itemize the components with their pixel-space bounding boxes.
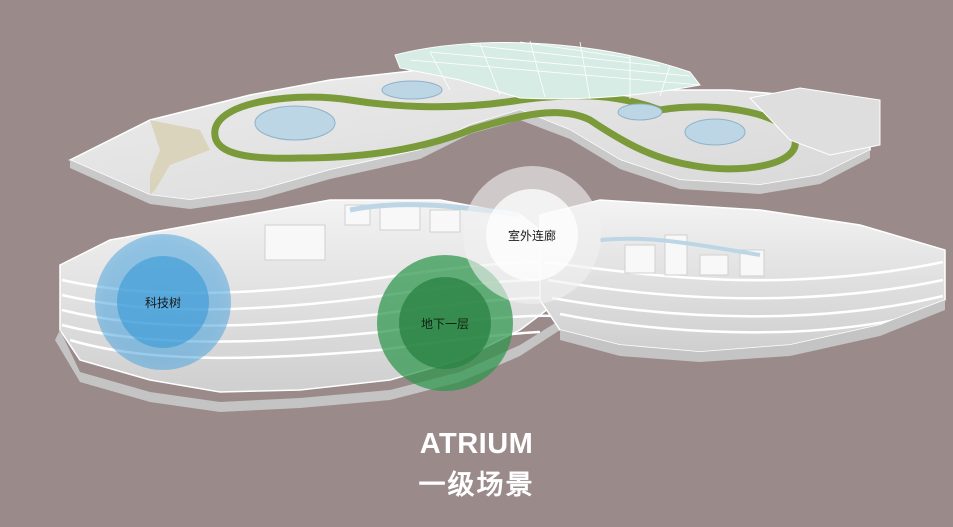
hotspot-outdoor-corridor[interactable]: 室外连廊 (463, 166, 601, 304)
hotspot-basement-one-label: 地下一层 (420, 316, 469, 331)
sand-strip (150, 120, 210, 195)
hotspot-tech-tree-inner (117, 256, 209, 348)
glass-canopy (394, 40, 701, 100)
hotspot-basement-one[interactable]: 地下一层 (377, 255, 513, 391)
glass-opening-3 (684, 118, 746, 146)
glass-opening-2 (381, 80, 443, 100)
upper-floor-edge (70, 110, 870, 209)
hotspot-outdoor-corridor-label: 室外连廊 (507, 228, 556, 243)
upper-right-block (749, 87, 881, 156)
glass-opening-1 (254, 105, 336, 141)
hotspot-tech-tree[interactable]: 科技树 (95, 234, 231, 370)
glass-opening-4 (617, 103, 663, 121)
scene-title-en: ATRIUM (419, 428, 534, 460)
hotspot-basement-one-inner (399, 277, 491, 369)
green-roof-ring (211, 92, 799, 173)
glass-strip-right (599, 236, 761, 257)
partitions-left (264, 204, 461, 261)
upper-level (68, 40, 881, 209)
hotspot-tech-tree-label: 科技树 (144, 295, 181, 310)
hotspot-outdoor-corridor-inner (486, 189, 578, 281)
partitions-right (624, 234, 765, 277)
right-base-plate (560, 300, 945, 362)
scene-title-cn: 一级场景 (418, 470, 535, 501)
